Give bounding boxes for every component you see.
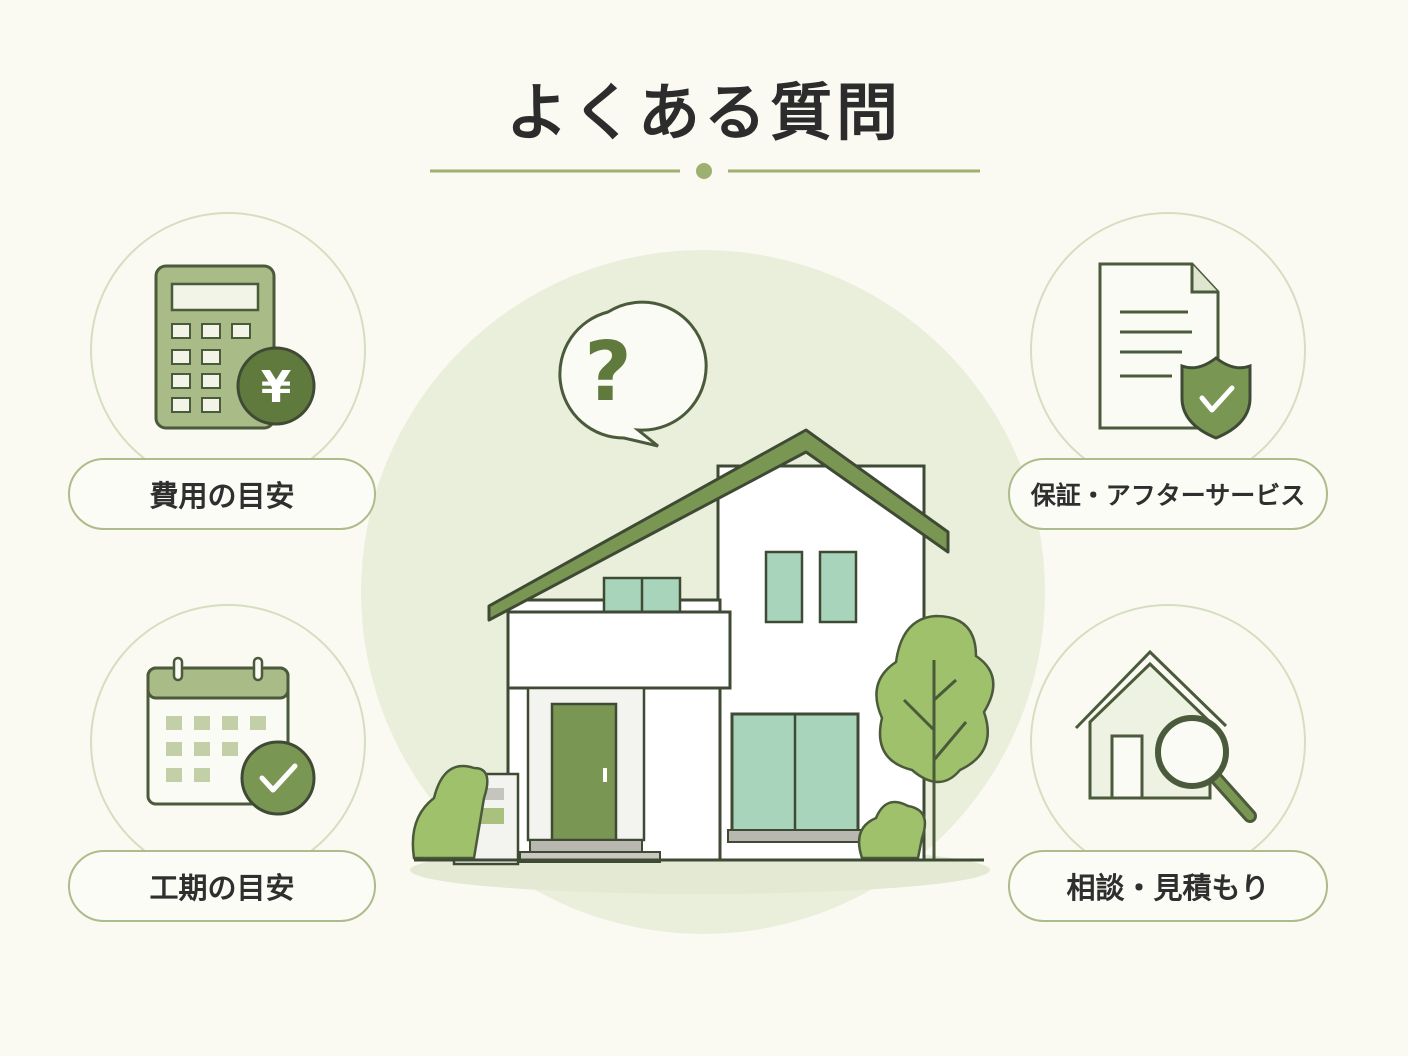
category-warranty-button[interactable]: 保証・アフターサービス [1008, 458, 1328, 530]
document-shield-icon [1098, 262, 1252, 440]
house-search-icon [1074, 649, 1257, 823]
category-cost-label: 費用の目安 [149, 479, 295, 513]
calendar-check-icon [146, 656, 316, 816]
page-title: よくある質問 [505, 76, 902, 149]
svg-text:?: ? [584, 325, 632, 420]
category-consult-button[interactable]: 相談・見積もり [1008, 850, 1328, 922]
category-schedule-label: 工期の目安 [149, 871, 295, 905]
category-consult-label: 相談・見積もり [1066, 871, 1270, 905]
calculator-yen-icon: ¥ [154, 264, 316, 430]
category-schedule-button[interactable]: 工期の目安 [68, 850, 376, 922]
category-cost-button[interactable]: 費用の目安 [68, 458, 376, 530]
question-mark-icon: ? [558, 300, 708, 448]
title-divider [430, 163, 980, 179]
svg-text:¥: ¥ [261, 362, 292, 413]
category-warranty-label: 保証・アフターサービス [1030, 481, 1306, 510]
